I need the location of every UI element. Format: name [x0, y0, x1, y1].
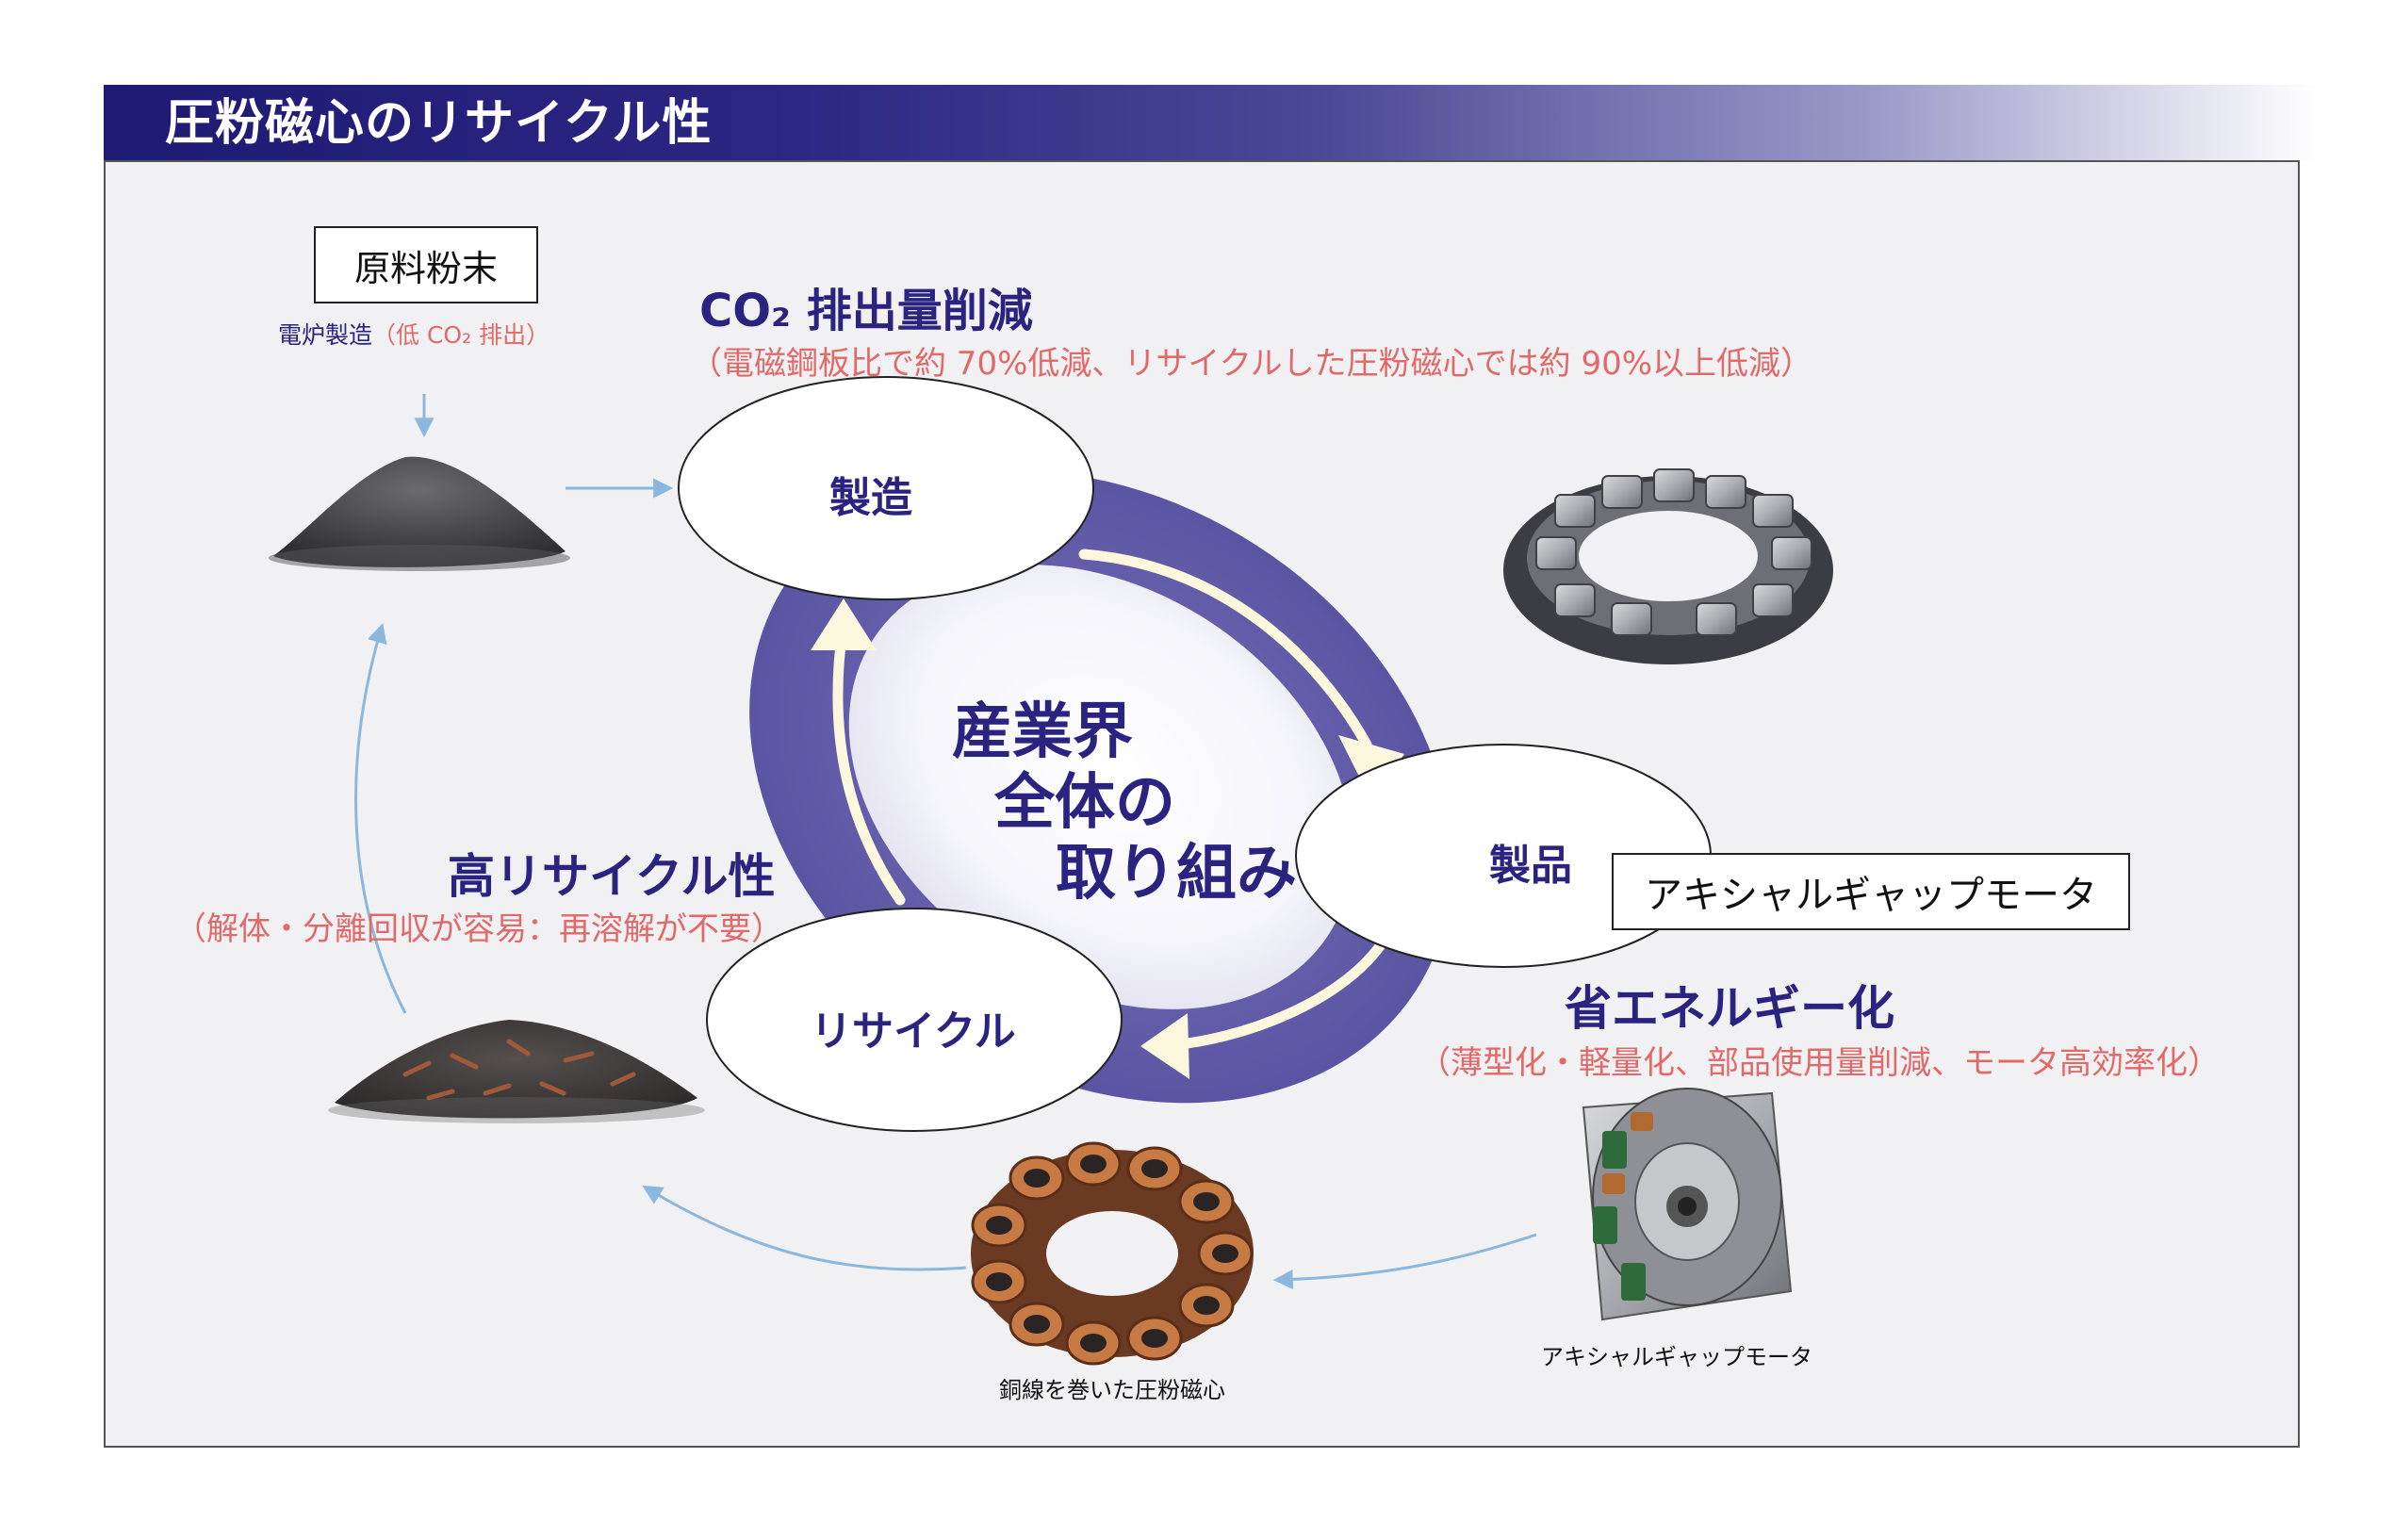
- energy-heading: 省エネルギー化: [1565, 981, 1894, 1036]
- core-ring-image: [1503, 468, 1833, 664]
- furnace-label: 電炉製造（低 CO₂ 排出）: [278, 317, 549, 351]
- cycle-ring-inner: [848, 565, 1353, 1009]
- furnace-text: 電炉製造: [278, 321, 373, 349]
- motor-image: [1582, 1088, 1793, 1321]
- motor-caption: アキシャルギャップモータ: [1541, 1344, 1812, 1370]
- title-bar: [104, 85, 2319, 160]
- energy-detail: （薄型化・軽量化、部品使用量削減、モータ高効率化）: [1418, 1044, 2220, 1082]
- flow-arrows: [354, 394, 1537, 1290]
- coil-core-image: [971, 1141, 1254, 1366]
- co2-detail: （電磁鋼板比で約 70%低減、リサイクルした圧粉磁心では約 90%以上低減）: [690, 345, 1813, 383]
- arrow-head-right: [1338, 735, 1404, 801]
- center-line-3: 取り組み: [1056, 839, 1297, 909]
- page-title: 圧粉磁心のリサイクル性: [165, 95, 713, 152]
- coil-caption: 銅線を巻いた圧粉磁心: [999, 1377, 1225, 1403]
- node-recycle-label: リサイクル: [811, 1008, 1016, 1056]
- recycle-detail: （解体・分離回収が容易：再溶解が不要）: [174, 910, 783, 948]
- center-line-2: 全体の: [994, 768, 1175, 838]
- arrow-head-bottom: [1140, 1013, 1189, 1079]
- raw-material-box: 原料粉末: [314, 226, 538, 303]
- arrow-head-left: [811, 598, 877, 650]
- furnace-note: （低 CO₂ 排出）: [372, 321, 550, 349]
- node-manufacture-label: 製造: [829, 474, 912, 522]
- raw-powder-image: [269, 456, 570, 571]
- co2-heading: CO₂ 排出量削減: [699, 285, 1033, 337]
- node-manufacture: [678, 376, 1094, 600]
- raw-material-label: 原料粉末: [353, 247, 498, 289]
- product-box: アキシャルギャップモータ: [1612, 853, 2130, 930]
- center-line-1: 産業界: [952, 697, 1133, 767]
- node-recycle: [706, 908, 1123, 1132]
- recycled-scrap-image: [328, 1020, 705, 1123]
- recycle-heading: 高リサイクル性: [448, 849, 776, 904]
- node-product-label: 製品: [1489, 842, 1572, 890]
- product-box-label: アキシャルギャップモータ: [1645, 874, 2097, 917]
- cycle-arrows: [832, 549, 1391, 1052]
